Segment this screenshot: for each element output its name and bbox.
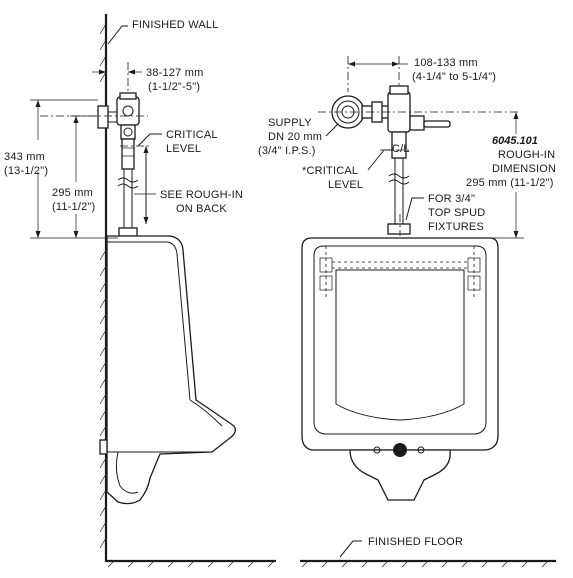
finished-wall-label: FINISHED WALL	[132, 19, 219, 31]
width-in-label: (4-1/4" to 5-1/4")	[412, 71, 496, 83]
roughin-dim-label-1: ROUGH-IN	[498, 149, 555, 161]
spud-label-3: FIXTURES	[428, 221, 484, 233]
cl-mark: C/L	[392, 143, 410, 155]
height-343-mm: 343 mm	[4, 151, 45, 163]
critical-star-label-2: LEVEL	[328, 179, 363, 191]
supply-label-1: SUPPLY	[268, 117, 312, 129]
side-height-dimensions: 343 mm (13-1/2") 295 mm (11-1/2")	[4, 99, 118, 239]
spud-label-1: FOR 3/4"	[428, 193, 475, 205]
offset-in-label: (1-1/2"-5")	[148, 81, 200, 93]
side-flush-valve	[40, 92, 150, 237]
width-mm-label: 108-133 mm	[414, 57, 478, 69]
offset-mm-label: 38-127 mm	[146, 67, 203, 79]
supply-label-3: (3/4" I.P.S.)	[258, 145, 316, 157]
roughin-dim-label-3: 295 mm (11-1/2")	[466, 177, 554, 189]
critical-level-label-1: CRITICAL	[166, 129, 218, 141]
side-urinal-body	[99, 235, 236, 505]
height-295-in: (11-1/2")	[52, 201, 95, 213]
front-urinal-body	[301, 214, 499, 501]
finished-floor-front: FINISHED FLOOR	[300, 536, 556, 568]
side-offset-dimension: 38-127 mm (1-1/2"-5")	[92, 62, 203, 96]
model-number: 6045.101	[492, 135, 538, 147]
height-343-in: (13-1/2")	[4, 165, 48, 177]
front-width-dimension: 108-133 mm (4-1/4" to 5-1/4")	[348, 57, 496, 83]
front-flush-valve: C/L	[318, 56, 520, 235]
side-critical-level-callout: CRITICAL LEVEL	[137, 129, 218, 155]
finished-floor-label: FINISHED FLOOR	[368, 536, 463, 548]
side-see-roughin-callout: SEE ROUGH-IN ON BACK	[134, 146, 243, 224]
finished-floor-side	[106, 559, 276, 568]
finished-wall: FINISHED WALL	[99, 14, 219, 562]
see-roughin-label-1: SEE ROUGH-IN	[160, 189, 243, 201]
front-supply-callout: SUPPLY DN 20 mm (3/4" I.P.S.)	[258, 117, 339, 157]
supply-label-2: DN 20 mm	[268, 131, 322, 143]
roughin-dim-label-2: DIMENSION	[492, 163, 556, 175]
front-roughin-dimension: 6045.101 ROUGH-IN DIMENSION 295 mm (11-1…	[404, 112, 556, 239]
height-295-mm: 295 mm	[52, 187, 93, 199]
critical-star-label-1: *CRITICAL	[302, 165, 358, 177]
critical-level-label-2: LEVEL	[166, 143, 201, 155]
front-spud-callout: FOR 3/4" TOP SPUD FIXTURES	[405, 193, 485, 233]
front-critical-level-callout: *CRITICAL LEVEL	[302, 149, 392, 191]
see-roughin-label-2: ON BACK	[176, 203, 227, 215]
spud-label-2: TOP SPUD	[428, 207, 485, 219]
